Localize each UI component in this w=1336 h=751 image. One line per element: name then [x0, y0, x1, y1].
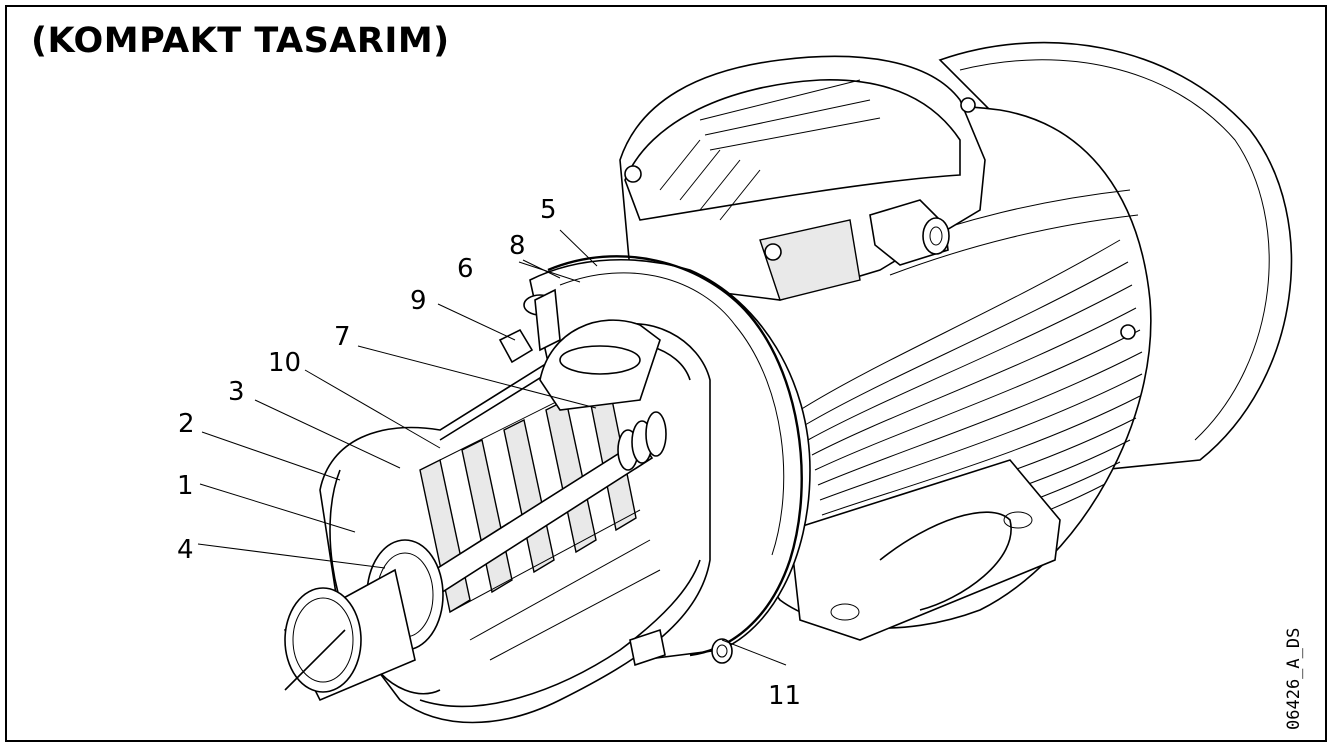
callout-6: 6	[457, 254, 474, 284]
side-screw	[1120, 324, 1136, 340]
callout-8: 8	[509, 231, 526, 261]
terminal-box	[619, 55, 986, 301]
callout-11: 11	[768, 681, 801, 711]
callout-9: 9	[410, 286, 427, 316]
suction-end	[283, 469, 444, 702]
figure-title: (KOMPAKT TASARIM)	[31, 21, 450, 61]
callout-labels: 1 2 3 4 5 6 7 8 9 10 11	[177, 195, 801, 711]
drain-plug	[629, 628, 666, 667]
callout-5: 5	[540, 195, 557, 225]
callout-2: 2	[178, 409, 195, 439]
callout-7: 7	[334, 322, 351, 352]
mechanical-seal	[617, 411, 667, 471]
callout-3: 3	[228, 377, 245, 407]
callout-4: 4	[177, 535, 194, 565]
callout-10: 10	[268, 348, 301, 378]
callout-1: 1	[177, 471, 194, 501]
leader-lines	[197, 229, 787, 666]
